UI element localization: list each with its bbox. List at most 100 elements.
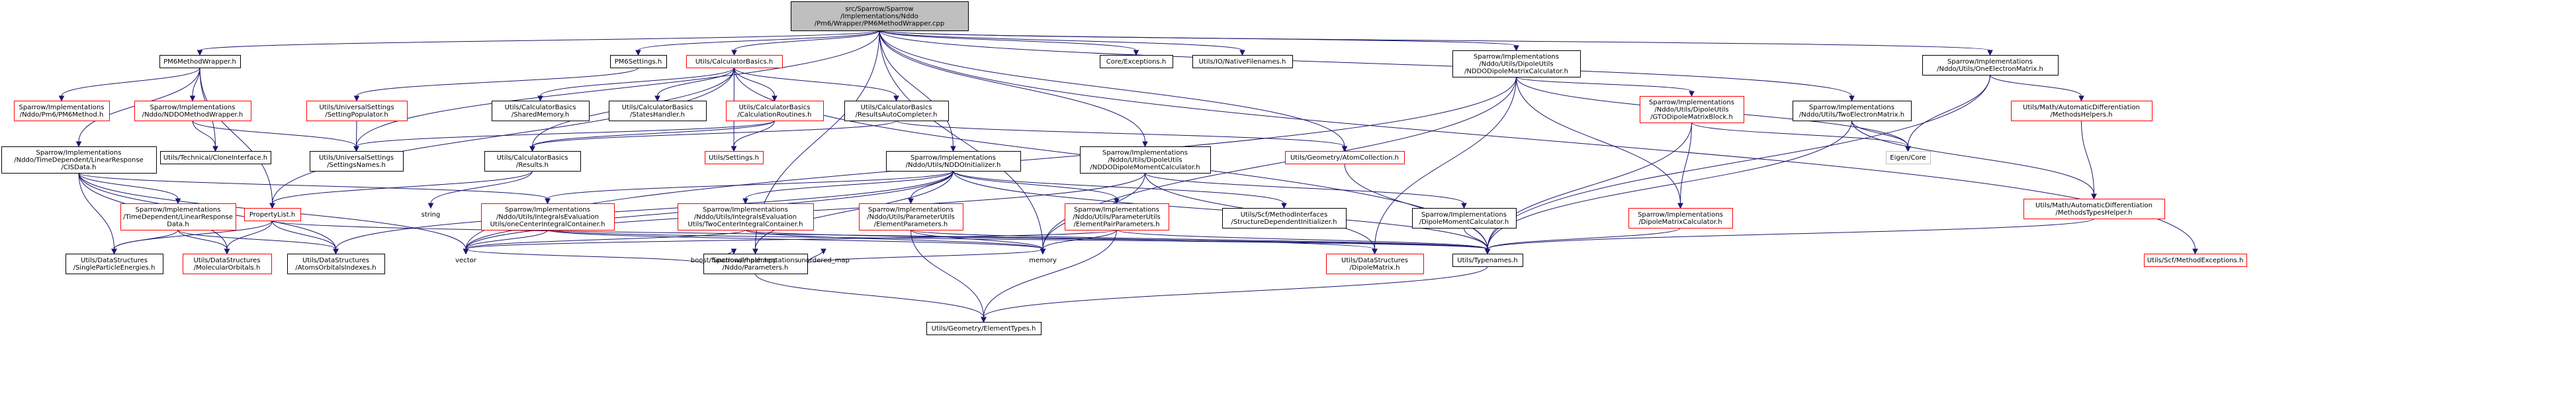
node-label-line: Utils/Scf/MethodExceptions.h <box>2147 257 2244 264</box>
node-calcbasics[interactable]: Utils/CalculatorBasics.h <box>686 55 783 68</box>
node-label-line: /Nddo/Utils/OneElectronMatrix.h <box>1937 66 2043 73</box>
node-label-line: Utils/DataStructures <box>1341 257 1408 264</box>
node-scfexc[interactable]: Utils/Scf/MethodExceptions.h <box>2144 254 2247 267</box>
node-onecenter[interactable]: Sparrow/Implementations/Nddo/Utils/Integ… <box>481 203 615 231</box>
node-label-line: /Nddo/Utils/TwoElectronMatrix.h <box>1799 111 1904 119</box>
node-label-line: /ElementParameters.h <box>874 221 948 229</box>
node-dipmatrix[interactable]: Utils/DataStructures/DipoleMatrix.h <box>1326 254 1424 274</box>
node-label-line: Sparrow/Implementations <box>505 207 590 214</box>
node-autodifftypes[interactable]: Utils/Math/AutomaticDifferentiation/Meth… <box>2023 199 2165 219</box>
node-twocenter[interactable]: Sparrow/Implementations/Nddo/Utils/Integ… <box>678 203 814 231</box>
edge-nddomw-to-clone <box>192 120 218 152</box>
edge-proplist-to-molorb <box>224 220 273 255</box>
node-rescompleter[interactable]: Utils/CalculatorBasics/ResultsAutoComple… <box>844 101 949 121</box>
node-tdlr[interactable]: Sparrow/Implementations/Nddo/TimeDepende… <box>1 146 157 174</box>
edge-nddoinit-to-elempair <box>953 170 1120 205</box>
edge-onecenter-to-memory <box>547 229 1046 255</box>
node-gtodip[interactable]: Sparrow/Implementations/Nddo/Utils/Dipol… <box>1640 96 1744 123</box>
edge-nddoinit-to-params <box>752 170 954 255</box>
node-nddoinit[interactable]: Sparrow/Implementations/Nddo/Utils/NDDOI… <box>886 151 1021 172</box>
node-dipmatcalc[interactable]: Sparrow/Implementations/DipoleMatrixCalc… <box>1628 208 1733 229</box>
node-label-line: Utils/Geometry/ElementTypes.h <box>932 325 1036 333</box>
node-boosthash[interactable]: boost/functional/hash.hpp <box>689 254 779 267</box>
node-label-line: string <box>422 211 441 219</box>
edge-root-to-nativefn <box>879 30 1245 56</box>
node-label-line: Sparrow/Implementations <box>36 150 122 157</box>
node-calcroutines[interactable]: Utils/CalculatorBasics/CalculationRoutin… <box>726 101 824 121</box>
node-eigencore[interactable]: Eigen/Core <box>1886 151 1931 164</box>
edge-autodiffhelpers-to-autodifftypes <box>2081 120 2097 200</box>
node-settpop[interactable]: Utils/UniversalSettings/SettingPopulator… <box>306 101 408 121</box>
node-atomsorb[interactable]: Utils/DataStructures/AtomsOrbitalsIndexe… <box>287 254 385 274</box>
node-label-line: unordered_map <box>797 257 850 264</box>
node-dipmoment[interactable]: Sparrow/Implementations/Nddo/Utils/Dipol… <box>1080 146 1211 174</box>
node-autodiffhelpers[interactable]: Utils/Math/AutomaticDifferentiation/Meth… <box>2011 101 2153 121</box>
node-dipcalc[interactable]: Sparrow/Implementations/Nddo/Utils/Dipol… <box>1452 50 1581 77</box>
node-twoelec[interactable]: Sparrow/Implementations/Nddo/Utils/TwoEl… <box>1793 101 1912 121</box>
node-label-line: /Nddo/Utils/ParameterUtils <box>867 214 954 221</box>
node-atomcoll[interactable]: Utils/Geometry/AtomCollection.h <box>1285 151 1405 164</box>
node-typenames[interactable]: Utils/Typenames.h <box>1452 254 1523 267</box>
node-unmap[interactable]: unordered_map <box>795 254 853 267</box>
edge-results-to-string <box>427 170 533 209</box>
edge-pm6mw-to-pm6method <box>58 67 200 102</box>
node-clone[interactable]: Utils/Technical/CloneInterface.h <box>160 151 271 164</box>
node-label-line: Sparrow/Implementations <box>19 104 105 111</box>
node-label-line: Utils/UniversalSettings <box>319 104 394 111</box>
node-sharedmem[interactable]: Utils/CalculatorBasics/SharedMemory.h <box>492 101 590 121</box>
node-label-line: /Nddo/Utils/DipoleUtils <box>1108 157 1182 164</box>
node-label-line: /Nddo/TimeDependent/LinearResponse <box>14 157 143 164</box>
node-oneelec[interactable]: Sparrow/Implementations/Nddo/Utils/OneEl… <box>1922 55 2059 76</box>
node-settnames[interactable]: Utils/UniversalSettings/SettingsNames.h <box>310 151 404 172</box>
node-pm6mw[interactable]: PM6MethodWrapper.h <box>159 55 241 68</box>
node-label-line: /Nddo/NDDOMethodWrapper.h <box>142 111 244 119</box>
edge-elempair-to-typenames <box>1116 229 1491 255</box>
node-nativefn[interactable]: Utils/IO/NativeFilenames.h <box>1192 55 1293 68</box>
node-params[interactable]: Sparrow/Implementations/Nddo/Parameters.… <box>703 254 808 274</box>
edge-root-to-nddoinit <box>879 30 956 152</box>
node-results[interactable]: Utils/CalculatorBasics/Results.h <box>484 151 581 172</box>
node-coreexc[interactable]: Core/Exceptions.h <box>1100 55 1173 68</box>
edge-pm6mw-to-nddomw <box>189 67 200 102</box>
node-nddomw[interactable]: Sparrow/Implementations/Nddo/NDDOMethodW… <box>134 101 251 121</box>
node-label-line: PM6MethodWrapper.h <box>163 58 236 66</box>
edge-twoelec-to-eigencore <box>1851 120 1911 152</box>
node-elemparams[interactable]: Sparrow/Implementations/Nddo/Utils/Param… <box>859 203 963 231</box>
node-pm6set[interactable]: PM6Settings.h <box>610 55 667 68</box>
node-label-line: Utils/CalculatorBasics <box>505 104 576 111</box>
edge-calcbasics-to-rescompleter <box>734 67 899 102</box>
node-settings[interactable]: Utils/Settings.h <box>705 151 764 164</box>
edge-tdlrdata-to-atomsorb <box>177 229 339 255</box>
edge-onecenter-to-typenames <box>547 229 1491 255</box>
node-label-line: memory <box>1029 257 1057 264</box>
node-label-line: Utils/CalculatorBasics <box>739 104 811 111</box>
node-elempair[interactable]: Sparrow/Implementations/Nddo/Utils/Param… <box>1065 203 1169 231</box>
node-label-line: Utils/IO/NativeFilenames.h <box>1199 58 1286 66</box>
edge-gtodip-to-eigencore <box>1691 122 1911 152</box>
edge-params-to-elemtypes <box>755 273 987 323</box>
edge-tdlr-to-tdlrdata <box>78 172 181 205</box>
edge-tdlrdata-to-speng <box>111 229 179 255</box>
node-molorb[interactable]: Utils/DataStructures/MolecularOrbitals.h <box>183 254 272 274</box>
node-stateshandler[interactable]: Utils/CalculatorBasics/StatesHandler.h <box>609 101 707 121</box>
dependency-edges <box>58 30 2198 323</box>
edge-nddoinit-to-twocenter <box>742 170 954 205</box>
node-dipmomcalc[interactable]: Sparrow/Implementations/DipoleMomentCalc… <box>1412 208 1517 229</box>
node-structdep[interactable]: Utils/Scf/MethodInterfaces/StructureDepe… <box>1222 208 1347 229</box>
node-proplist[interactable]: PropertyList.h <box>244 208 301 221</box>
node-string[interactable]: string <box>416 209 447 221</box>
node-memory[interactable]: memory <box>1025 254 1062 267</box>
edge-typenames-to-elemtypes <box>981 266 1488 323</box>
node-elemtypes[interactable]: Utils/Geometry/ElementTypes.h <box>926 322 1042 335</box>
edge-params-to-memory <box>807 248 1046 264</box>
node-label-line: Sparrow/Implementations <box>150 104 236 111</box>
node-tdlrdata[interactable]: Sparrow/Implementations/TimeDependent/Li… <box>120 203 236 231</box>
node-speng[interactable]: Utils/DataStructures/SingleParticleEnerg… <box>66 254 163 274</box>
edge-calcbasics-to-sharedmem <box>537 67 734 102</box>
edge-nddoinit-to-onecenter <box>545 170 954 205</box>
node-label-line: PM6Settings.h <box>615 58 662 66</box>
edge-calcroutines-to-settnames <box>353 120 775 152</box>
node-pm6method[interactable]: Sparrow/Implementations/Nddo/Pm6/PM6Meth… <box>14 101 110 121</box>
node-label-line: /SettingsNames.h <box>327 162 386 169</box>
node-vector[interactable]: vector <box>451 254 482 267</box>
